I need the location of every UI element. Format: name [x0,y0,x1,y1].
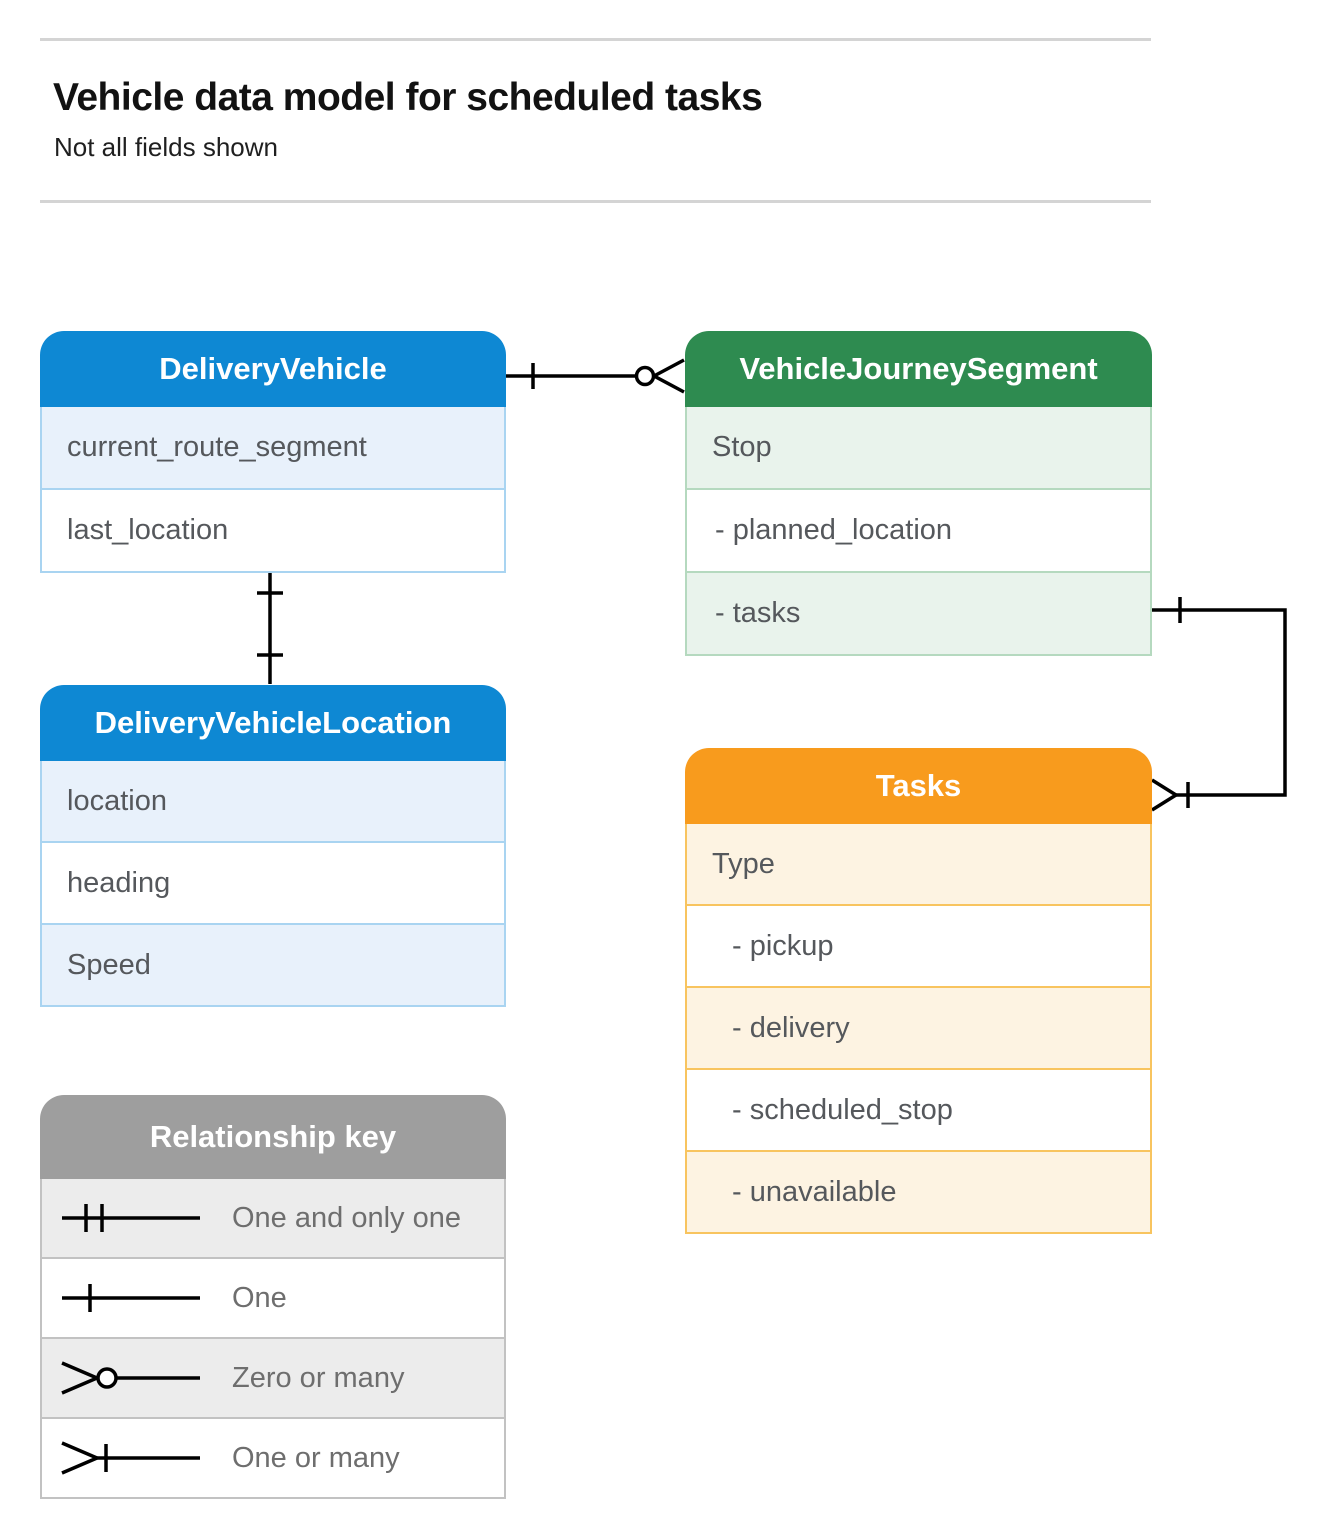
legend-row-one-or-many: One or many [42,1417,504,1497]
field-unavailable: - unavailable [687,1150,1150,1232]
legend-label: One or many [232,1441,400,1474]
relationship-key-title: Relationship key [40,1095,506,1179]
entity-vehicle-journey-segment: VehicleJourneySegment Stop - planned_loc… [685,331,1152,656]
legend-label: One and only one [232,1201,461,1234]
zero-circle-icon [634,365,656,387]
one-icon [62,1284,200,1312]
relationship-key: Relationship key One and only one One [40,1095,506,1499]
entity-tasks: Tasks Type - pickup - delivery - schedul… [685,748,1152,1234]
legend-label: Zero or many [232,1361,405,1394]
entity-delivery-vehicle-location-title: DeliveryVehicleLocation [40,685,506,761]
relationship-key-rows: One and only one One Zero or many [40,1179,506,1499]
page-subtitle: Not all fields shown [54,132,278,162]
entity-vehicle-journey-segment-fields: Stop - planned_location - tasks [685,407,1152,656]
zero-or-many-icon [61,1361,200,1395]
entity-delivery-vehicle-title: DeliveryVehicle [40,331,506,407]
entity-delivery-vehicle: DeliveryVehicle current_route_segment la… [40,331,506,573]
top-divider [40,38,1151,41]
field-heading: heading [42,841,504,923]
entity-tasks-title: Tasks [685,748,1152,824]
field-delivery: - delivery [687,986,1150,1068]
legend-label: One [232,1281,287,1314]
entity-vehicle-journey-segment-title: VehicleJourneySegment [685,331,1152,407]
subtitle-divider [40,200,1151,203]
field-speed: Speed [42,923,504,1005]
field-tasks: - tasks [687,571,1150,654]
field-type: Type [687,824,1150,904]
entity-tasks-fields: Type - pickup - delivery - scheduled_sto… [685,824,1152,1234]
legend-row-one-and-only-one: One and only one [42,1179,504,1257]
crow-foot-icon [653,358,685,394]
legend-row-zero-or-many: Zero or many [42,1337,504,1417]
page-title: Vehicle data model for scheduled tasks [53,76,763,119]
connector-deliveryvehicle-vehiclejourneysegment [506,358,685,394]
crow-foot-icon [1151,778,1177,812]
one-and-only-one-icon [62,1204,200,1232]
field-stop: Stop [687,407,1150,488]
connector-vehiclejourneysegment-tasks [1151,597,1287,812]
legend-row-one: One [42,1257,504,1337]
field-planned-location: - planned_location [687,488,1150,571]
entity-delivery-vehicle-location: DeliveryVehicleLocation location heading… [40,685,506,1007]
one-or-many-icon [61,1441,200,1475]
connector-deliveryvehicle-deliveryvehiclelocation [257,568,283,684]
entity-delivery-vehicle-location-fields: location heading Speed [40,761,506,1007]
entity-delivery-vehicle-fields: current_route_segment last_location [40,407,506,573]
field-last-location: last_location [42,488,504,571]
field-location: location [42,761,504,841]
field-current-route-segment: current_route_segment [42,407,504,488]
field-pickup: - pickup [687,904,1150,986]
field-scheduled-stop: - scheduled_stop [687,1068,1150,1150]
